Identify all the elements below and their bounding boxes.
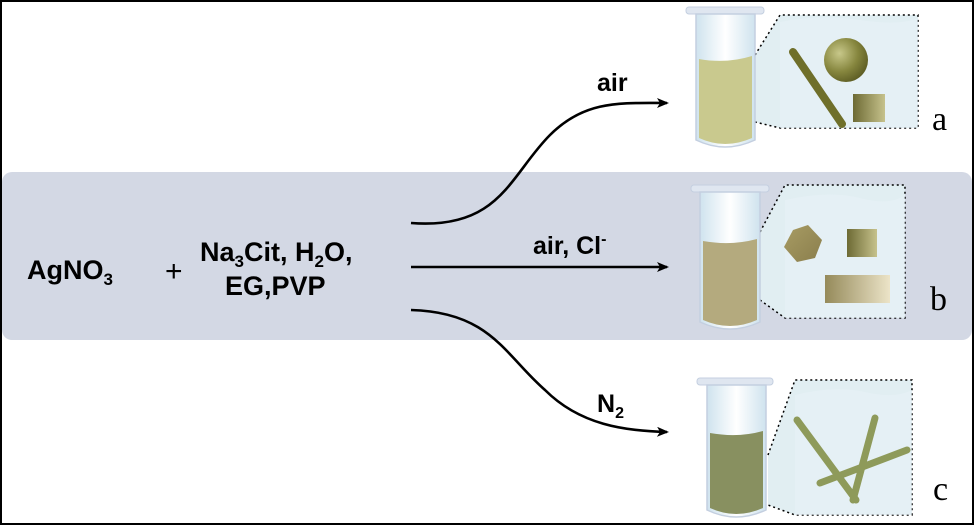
nanorod-c-1 [793, 416, 860, 504]
condition-c-subscript: 2 [615, 405, 624, 422]
liquid-a [699, 56, 752, 144]
condition-b-text: air, Cl [533, 232, 601, 260]
reagents-line-2: EG,PVP [225, 271, 326, 301]
sphere-particle-a [824, 38, 868, 82]
tube-rim-c [696, 377, 774, 386]
tube-rim-b [690, 184, 770, 193]
nanowire-a [789, 48, 846, 128]
na-subscript: 3 [235, 252, 244, 271]
h-subscript: 2 [314, 252, 323, 271]
product-a: a [685, 6, 947, 148]
condition-label-b: air, Cl- [533, 231, 606, 260]
product-label-a: a [932, 101, 947, 138]
arrow-icon-c [410, 308, 669, 437]
agno3-text: AgNO [27, 255, 104, 285]
o-text: O, [324, 237, 353, 267]
arrow-icon-a [410, 97, 669, 225]
condition-b-superscript: - [601, 231, 606, 248]
product-b: b [690, 184, 947, 330]
product-label-c: c [933, 471, 948, 508]
tube-rim-a [685, 6, 765, 15]
liquid-c [710, 431, 763, 514]
reactants: AgNO3 + Na3Cit, H2O, EG,PVP [27, 237, 352, 301]
liquid-b [703, 239, 757, 326]
nanorod-c-3 [816, 446, 911, 487]
cube-particle-b [847, 229, 877, 257]
condition-label-a: air [597, 69, 628, 97]
product-label-b: b [930, 281, 947, 318]
agno3-formula: AgNO3 [27, 255, 113, 289]
hexagon-particle-b [784, 225, 822, 262]
reagents-line-1: Na3Cit, H2O, [200, 237, 352, 271]
agno3-subscript: 3 [104, 270, 113, 289]
condition-c-text: N [597, 390, 615, 418]
cube-particle-a [853, 94, 885, 122]
na-text: Na [200, 237, 235, 267]
product-c: c [696, 377, 948, 518]
nanorod-c-2 [849, 414, 879, 504]
plus-sign: + [165, 255, 183, 288]
bar-particle-b [825, 275, 890, 303]
condition-label-c: N2 [597, 390, 624, 422]
cit-text: Cit, H [244, 237, 315, 267]
